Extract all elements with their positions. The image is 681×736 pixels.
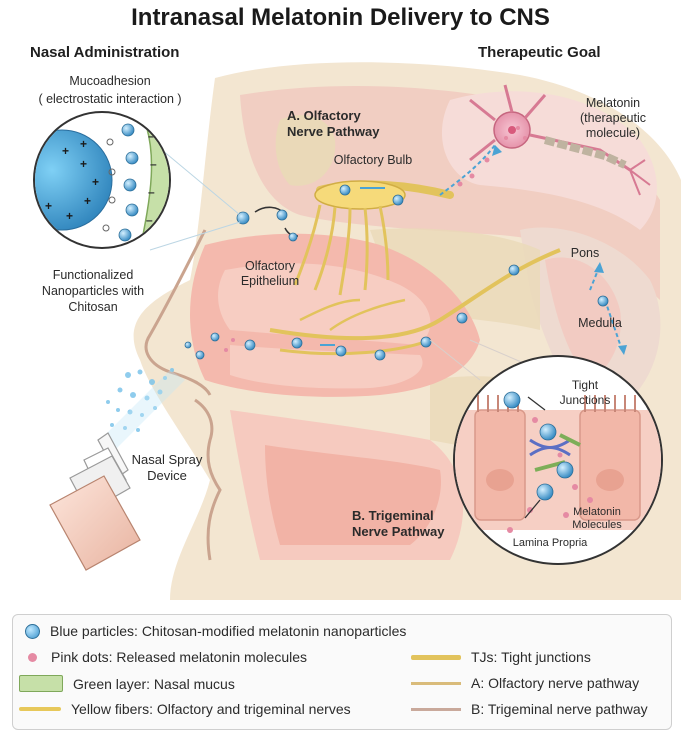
melatonin-label-1: Melatonin [585,96,641,110]
svg-text:+: + [80,157,87,171]
nasal-spray-label-2: Device [147,468,187,483]
trigeminal-pathway-label-1: B. Trigeminal [352,508,434,523]
melatonin-molecules-label-1: Melatonin [573,506,621,518]
svg-text:–: – [148,185,155,199]
lamina-propria-label: Lamina Propria [512,537,588,549]
olfactory-epithelium-label-1: Olfactory [244,259,295,273]
mucoadhesion-label: Mucoadhesion [69,74,151,88]
legend-item-a: A: Olfactory nerve pathway [411,675,639,691]
legend-text-green: Green layer: Nasal mucus [73,675,235,692]
legend-item-yellow: Yellow fibers: Olfactory and trigeminal … [19,701,351,717]
olfactory-pathway-label-1: A. Olfactory [287,108,361,123]
svg-text:+: + [45,199,52,213]
olfactory-epithelium-label-2: Epithelium [240,274,300,288]
legend-text-yellow: Yellow fibers: Olfactory and trigeminal … [71,701,351,717]
legend-item-b: B: Trigeminal nerve pathway [411,701,648,717]
olfactory-pathway-label-2: Nerve Pathway [287,124,380,139]
tight-junction-swatch [411,654,461,660]
nasal-spray-device [49,432,141,571]
svg-text:+: + [62,144,69,158]
legend-text-b: B: Trigeminal nerve pathway [471,701,648,717]
legend-box: Blue particles: Chitosan-modified melato… [12,614,672,730]
nasal-administration-heading: Nasal Administration [30,44,180,61]
melatonin-molecules-label-2: Molecules [572,519,622,531]
olfactory-nerves [269,180,561,356]
svg-text:+: + [80,137,87,151]
green-layer-swatch [19,675,63,692]
nanoparticles [184,184,609,361]
spray-mist [106,368,174,432]
pons-label: Pons [570,246,600,260]
neuron [469,84,651,196]
legend-item-tj: TJs: Tight junctions [411,649,591,665]
page-title: Intranasal Melatonin Delivery to CNS [131,4,550,31]
medulla-label: Medulla [578,316,622,330]
tight-junctions-label-2: Junctions [559,393,611,407]
mucoadhesion-inset: +++ +++ + –––– [33,111,171,249]
legend-text-tj: TJs: Tight junctions [471,649,591,665]
legend-text-pink: Pink dots: Released melatonin molecules [51,649,308,665]
legend-text-a: A: Olfactory nerve pathway [471,675,640,691]
legend-item-pink: Pink dots: Released melatonin molecules [25,649,307,665]
melatonin-dots [224,126,527,352]
legend-item-green: Green layer: Nasal mucus [19,675,235,692]
tight-junctions-label-1: Tight [571,378,599,392]
tight-junction-inset [453,355,663,565]
svg-text:–: – [146,213,153,227]
diagram-stage: +++ +++ + –––– [30,4,681,600]
blue-particle-swatch [25,623,40,639]
yellow-fiber-swatch [19,707,61,711]
legend-item-blue: Blue particles: Chitosan-modified melato… [25,623,406,639]
spray-cone [100,370,185,450]
pink-dot-swatch [28,652,37,662]
trigeminal-pathway-label-2: Nerve Pathway [352,524,445,539]
functionalized-label-2: Nanoparticles with [41,284,145,298]
svg-text:–: – [148,129,155,143]
therapeutic-goal-heading: Therapeutic Goal [478,44,601,61]
trigeminal-pathway-swatch [411,707,461,711]
nasal-spray-label-1: Nasal Spray [131,452,203,467]
svg-text:+: + [84,194,91,208]
svg-text:–: – [150,157,157,171]
electrostatic-label: ( electrostatic interaction ) [38,92,182,106]
arrow-heads [492,145,627,355]
olfactory-pathway-swatch [411,681,461,685]
olfactory-bulb-label: Olfactory Bulb [333,153,413,167]
diagram-canvas: +++ +++ + –––– [33,62,681,600]
melatonin-label-3: molecule) [585,126,641,140]
svg-text:+: + [92,175,99,189]
melatonin-label-2: (therapeutic [579,111,646,125]
functionalized-label-1: Functionalized [52,268,134,282]
legend-text-blue: Blue particles: Chitosan-modified melato… [50,623,407,639]
svg-text:+: + [66,209,73,223]
functionalized-label-3: Chitosan [68,300,118,314]
